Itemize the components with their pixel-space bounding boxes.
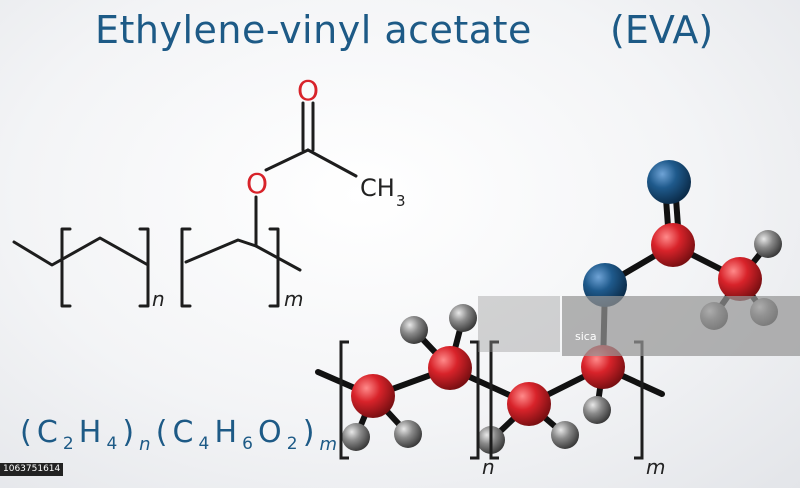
- formula-paren-close-1: ): [122, 415, 134, 450]
- formula-m: m: [320, 434, 338, 455]
- repeat-n-label: n: [152, 287, 165, 311]
- bracket-left-1: [60, 227, 72, 308]
- svg-text:( C 2 H: ( C 2 H 4 ) n ( C 4 H 6 O 2 ) m: [20, 415, 337, 455]
- methyl-bond: [306, 148, 358, 178]
- repeat-m-label: m: [284, 287, 303, 311]
- bracket-left-2: [180, 227, 192, 308]
- carbon-atom: [428, 346, 472, 390]
- abbreviation-label: (EVA): [610, 8, 714, 52]
- formula-carbon-2: C: [173, 415, 194, 450]
- model-repeat-n-label: n: [482, 455, 495, 479]
- formula-carbon-1: C: [37, 415, 58, 450]
- hydrogen-atom: [400, 316, 428, 344]
- ester-bond: [264, 148, 310, 172]
- oxygen-ester-label: O: [246, 167, 268, 200]
- formula-paren-open-1: (: [20, 415, 32, 450]
- bracket-right-2: [268, 227, 280, 308]
- formula-paren-open-2: (: [156, 415, 168, 450]
- hydrogen-atom: [449, 304, 477, 332]
- methyl-subscript: 3: [396, 192, 406, 210]
- carbon-atom: [507, 382, 551, 426]
- formula-paren-close-2: ): [303, 415, 315, 450]
- oxygen-atom: [647, 160, 691, 204]
- watermark-text: sica: [575, 330, 597, 343]
- formula-n: n: [139, 434, 150, 455]
- formula-carbon-2-sub: 4: [199, 434, 210, 454]
- vinyl-acetate-chain: [184, 238, 302, 272]
- carbon-atom: [651, 223, 695, 267]
- oxygen-top-label: O: [297, 74, 319, 107]
- formula-hydrogen-1: H: [79, 415, 102, 450]
- polyethylene-chain: [12, 236, 150, 267]
- formula-hydrogen-2: H: [214, 415, 237, 450]
- watermark-band-right: [562, 296, 800, 356]
- bracket-right-1: [138, 227, 150, 308]
- hydrogen-atom: [342, 423, 370, 451]
- hydrogen-atom: [754, 230, 782, 258]
- model-repeat-m-label: m: [646, 455, 665, 479]
- formula-oxygen-2-sub: 2: [287, 434, 298, 454]
- hydrogen-atom: [583, 396, 611, 424]
- methyl-label: CH: [360, 174, 395, 202]
- formula-oxygen-2: O: [258, 415, 282, 450]
- model-brackets: [339, 340, 644, 460]
- hydrogen-atom: [551, 421, 579, 449]
- watermark-band-left: [478, 296, 560, 352]
- skeletal-formula: [12, 101, 358, 308]
- carbon-atom: [581, 345, 625, 389]
- carbon-atom: [718, 257, 762, 301]
- formula-hydrogen-1-sub: 4: [106, 434, 117, 454]
- diagram-title: Ethylene-vinyl acetate: [95, 8, 532, 52]
- ball-stick-model: [315, 160, 782, 460]
- molecular-formula: ( C 2 H 4 ) n ( C 4 H 6 O 2 ) m: [20, 415, 337, 455]
- formula-carbon-1-sub: 2: [63, 434, 74, 454]
- formula-hydrogen-2-sub: 6: [242, 434, 253, 454]
- hydrogen-atom: [394, 420, 422, 448]
- carbon-atom: [351, 374, 395, 418]
- image-id-label: 1063751614: [0, 463, 64, 476]
